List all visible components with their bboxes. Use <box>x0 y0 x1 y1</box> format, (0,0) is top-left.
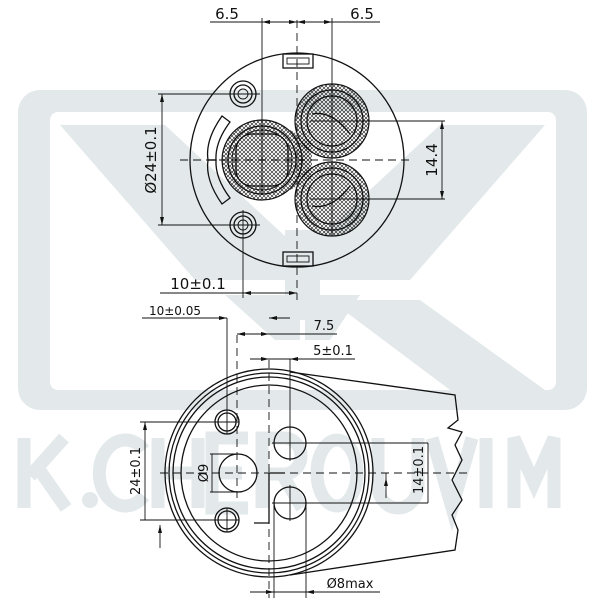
top-view: 6.5 6.5 Ø24±0.1 14.4 10±0.1 <box>142 5 445 300</box>
dim-bottom-port-diameter: Ø8max <box>327 577 374 592</box>
watermark-lettering <box>17 431 561 532</box>
dim-top-right-6-5: 6.5 <box>350 5 374 23</box>
dim-bottom-port-spacing: 14±0.1 <box>412 446 427 494</box>
dim-top-diameter: Ø24±0.1 <box>142 126 160 193</box>
dim-top-port-spacing: 14.4 <box>423 143 441 176</box>
dim-bottom-pin-offset: 10±0.05 <box>149 304 201 318</box>
dim-top-left-6-5: 6.5 <box>215 5 239 23</box>
dim-bottom-center-offset: 7.5 <box>314 319 335 334</box>
watermark-logo <box>17 90 587 532</box>
dim-bottom-port-offset: 5±0.1 <box>313 344 353 359</box>
dim-top-pin-offset: 10±0.1 <box>170 275 226 293</box>
dim-bottom-center-hole: Ø9 <box>197 464 212 483</box>
dim-bottom-pin-spacing: 24±0.1 <box>129 447 144 495</box>
bottom-view: 10±0.05 7.5 5±0.1 24±0.1 Ø9 14±0.1 Ø8max <box>129 304 470 598</box>
